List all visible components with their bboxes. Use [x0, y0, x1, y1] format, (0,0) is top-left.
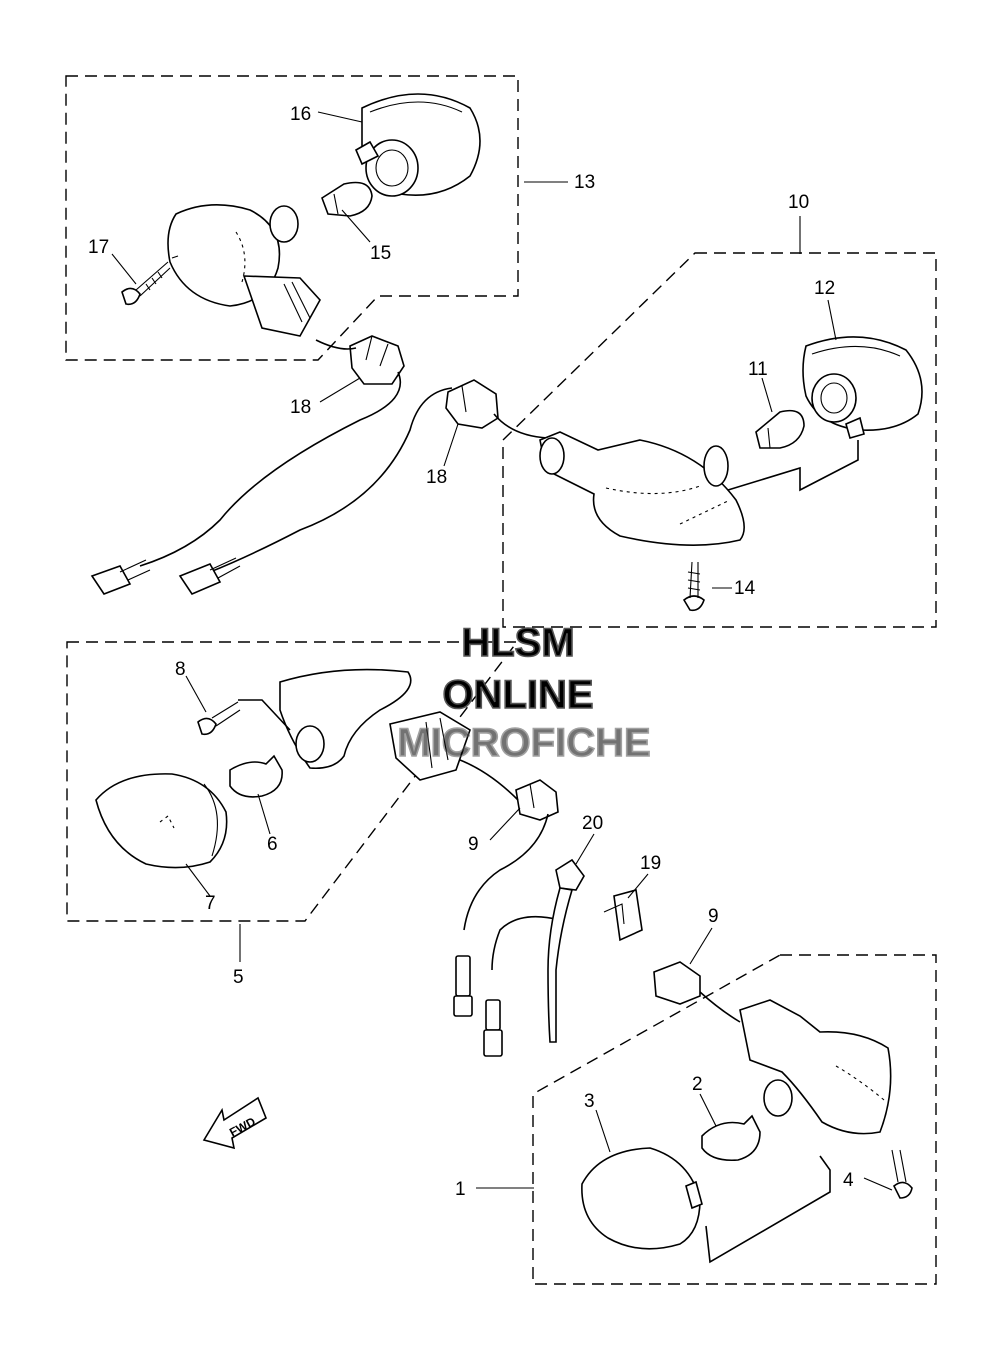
socket-9-lower	[653, 961, 701, 1005]
callout-14: 13	[574, 172, 595, 193]
callout-8: 8	[175, 659, 186, 680]
housing-14	[167, 204, 321, 337]
wire-to-right	[493, 413, 549, 439]
group-box-14	[65, 75, 519, 361]
lens-16	[354, 93, 481, 197]
wire-5-a	[459, 759, 519, 801]
screw-8	[197, 701, 241, 736]
terminal-lower-2	[483, 999, 503, 1057]
callout-9-upper: 9	[468, 834, 479, 855]
callout-16: 16	[290, 104, 311, 125]
group-box-1	[532, 954, 937, 1285]
wire-5-b	[463, 813, 549, 931]
screw-4	[891, 1149, 913, 1199]
clip-19	[603, 888, 643, 942]
callout-6: 6	[267, 834, 278, 855]
bracket-line-1	[705, 1155, 831, 1264]
group-box-10	[502, 252, 937, 628]
callout-15: 15	[370, 243, 391, 264]
callout-13: 14	[734, 578, 756, 599]
watermark-line-1: HLSM	[461, 621, 574, 665]
housing-5	[279, 668, 471, 781]
bulb-11	[755, 409, 805, 449]
watermark: HLSM ONLINE MICROFICHE	[397, 620, 652, 766]
leader-lines	[111, 111, 893, 1191]
callout-17: 17	[88, 237, 109, 258]
socket-18-upper	[349, 335, 405, 385]
callout-2: 2	[692, 1074, 703, 1095]
bulb-2	[701, 1114, 761, 1162]
wire-left-long-2	[209, 387, 453, 573]
bulb-6	[229, 754, 283, 798]
callout-5: 5	[233, 967, 244, 988]
callout-20: 20	[582, 813, 603, 834]
callout-19: 19	[640, 853, 661, 874]
wire-5-c	[491, 915, 561, 971]
lens-12	[802, 336, 923, 439]
callout-3: 3	[584, 1091, 595, 1112]
wire-upper	[315, 339, 357, 350]
group-box-5	[66, 641, 519, 922]
wire-1	[699, 991, 741, 1023]
bracket-line-10	[727, 440, 859, 492]
callout-18-upper: 18	[290, 397, 311, 418]
cable-tie-20	[547, 858, 585, 1043]
fwd-arrow-icon: FWD	[202, 1096, 267, 1150]
lens-3	[581, 1147, 703, 1250]
lens-7	[95, 773, 228, 869]
housing-10	[539, 431, 745, 546]
callout-11: 11	[748, 359, 768, 380]
screw-13	[682, 561, 705, 612]
wire-left-long	[139, 371, 402, 567]
housing-1	[739, 999, 892, 1135]
socket-18-middle	[445, 379, 499, 429]
callout-4: 4	[843, 1170, 854, 1191]
watermark-line-2: ONLINE	[442, 673, 593, 717]
callout-9-lower: 9	[708, 906, 719, 927]
terminal-left-2	[178, 557, 241, 595]
callout-18-middle: 18	[426, 467, 447, 488]
watermark-line-3: MICROFICHE	[397, 721, 650, 765]
socket-9-upper	[515, 779, 559, 821]
screw-17	[121, 261, 171, 306]
callout-12: 12	[814, 278, 835, 299]
bracket-line-5	[238, 699, 291, 731]
callout-1: 1	[455, 1179, 466, 1200]
terminal-lower-1	[453, 955, 473, 1017]
callout-7: 7	[205, 893, 216, 914]
terminal-left-1	[90, 559, 151, 595]
callout-10: 10	[788, 192, 809, 213]
bulb-15	[321, 181, 373, 217]
